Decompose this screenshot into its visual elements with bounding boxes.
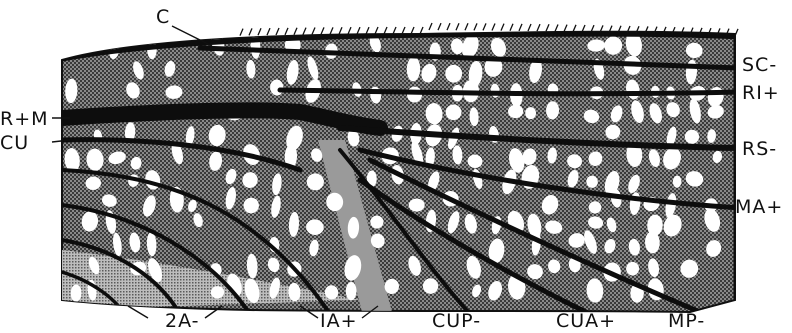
costal-spine	[402, 27, 405, 34]
label-mp: MP-	[668, 312, 705, 331]
costal-spine	[375, 27, 378, 34]
label-1a: IA+	[320, 312, 358, 331]
costal-spine	[429, 23, 432, 30]
label-ma: MA+	[735, 198, 783, 217]
costal-spine	[258, 28, 261, 35]
costal-spine	[465, 23, 468, 30]
leader-2a	[128, 306, 148, 318]
costal-spine	[285, 28, 288, 35]
costal-spine	[411, 27, 414, 34]
costal-spine	[366, 27, 369, 34]
label-sc: SC-	[742, 56, 777, 75]
costal-spine	[519, 24, 522, 31]
costal-spine	[510, 24, 513, 31]
costal-spine	[294, 28, 297, 35]
costal-spine	[447, 23, 450, 30]
costal-spine	[267, 28, 270, 35]
wing-fragment	[62, 23, 740, 314]
costal-spine	[537, 24, 540, 31]
costal-spine	[735, 29, 738, 36]
costal-spine	[501, 24, 504, 31]
costal-spine	[321, 27, 324, 34]
costal-spine	[492, 24, 495, 31]
costal-spine	[357, 27, 360, 34]
label-cu: CU	[0, 134, 29, 153]
costal-spine	[573, 25, 576, 32]
costal-spine	[312, 28, 315, 35]
costal-spine	[555, 24, 558, 31]
costal-spine	[483, 23, 486, 30]
label-r1: RI+	[742, 84, 780, 103]
costal-spine	[474, 23, 477, 30]
costal-spine	[339, 27, 342, 34]
membrane-cell	[346, 282, 357, 300]
costal-spine	[438, 23, 441, 30]
label-2a: 2A-	[165, 312, 200, 331]
label-rm: R+M	[0, 110, 49, 129]
membrane-cell	[445, 65, 462, 83]
costal-spine	[348, 27, 351, 34]
costal-spine	[564, 25, 567, 32]
costal-spine	[456, 23, 459, 30]
costal-spine	[240, 29, 243, 36]
label-rs: RS-	[742, 140, 777, 159]
label-cua: CUA+	[556, 312, 616, 331]
costal-spine	[249, 28, 252, 35]
label-cup: CUP-	[432, 312, 481, 331]
costal-spine	[384, 27, 387, 34]
membrane-cell	[69, 36, 80, 54]
costal-spine	[528, 24, 531, 31]
label-c: C	[156, 8, 170, 27]
costal-spine	[303, 28, 306, 35]
costal-spine	[276, 28, 279, 35]
costal-spine	[330, 27, 333, 34]
costal-spine	[393, 27, 396, 34]
costal-spine	[546, 24, 549, 31]
